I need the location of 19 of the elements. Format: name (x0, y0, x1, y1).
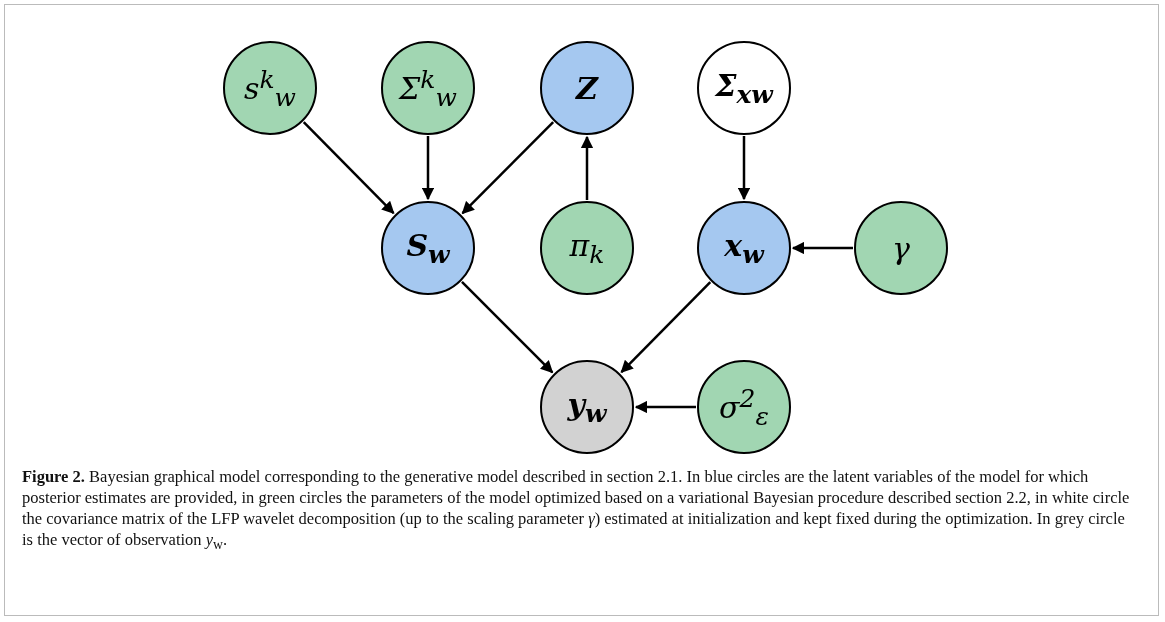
arrow (302, 121, 395, 214)
variable-symbol: Σ$_{xw}$ (715, 67, 773, 109)
variable-circle (381, 201, 475, 295)
variable-symbol: x$_{w}$ (724, 227, 764, 269)
variable-circle (540, 360, 634, 454)
arrow (791, 241, 853, 255)
arrow (421, 136, 435, 201)
arrow (461, 281, 554, 374)
figure-caption: Figure 2. Bayesian graphical model corresponding to the generative model described in section 2.1. In blue circles are the latent variables of the model for which posterior estimates are provided, in green circles the parameters of the model optimized based on a variational Bayesian procedure described section 2.2, in white circle the covariance matrix of the LFP wavelet decomposition (up to the scaling parameter γ) estimated at initialization and kept fixed during the optimization. In grey circle is the vector of observation y$_{w}$. (22, 466, 1131, 555)
arrow (580, 135, 594, 200)
arrow (737, 136, 751, 201)
arrow (634, 400, 696, 414)
variable-symbol: Z (576, 70, 598, 106)
arrow (620, 281, 712, 373)
variable-symbol: π$_{k}$ (569, 227, 605, 269)
arrow (461, 121, 555, 215)
variable-symbol: γ (892, 230, 910, 266)
variable-symbol: y$_{w}$ (567, 386, 607, 428)
variable-symbol: S$_{w}$ (406, 227, 450, 269)
